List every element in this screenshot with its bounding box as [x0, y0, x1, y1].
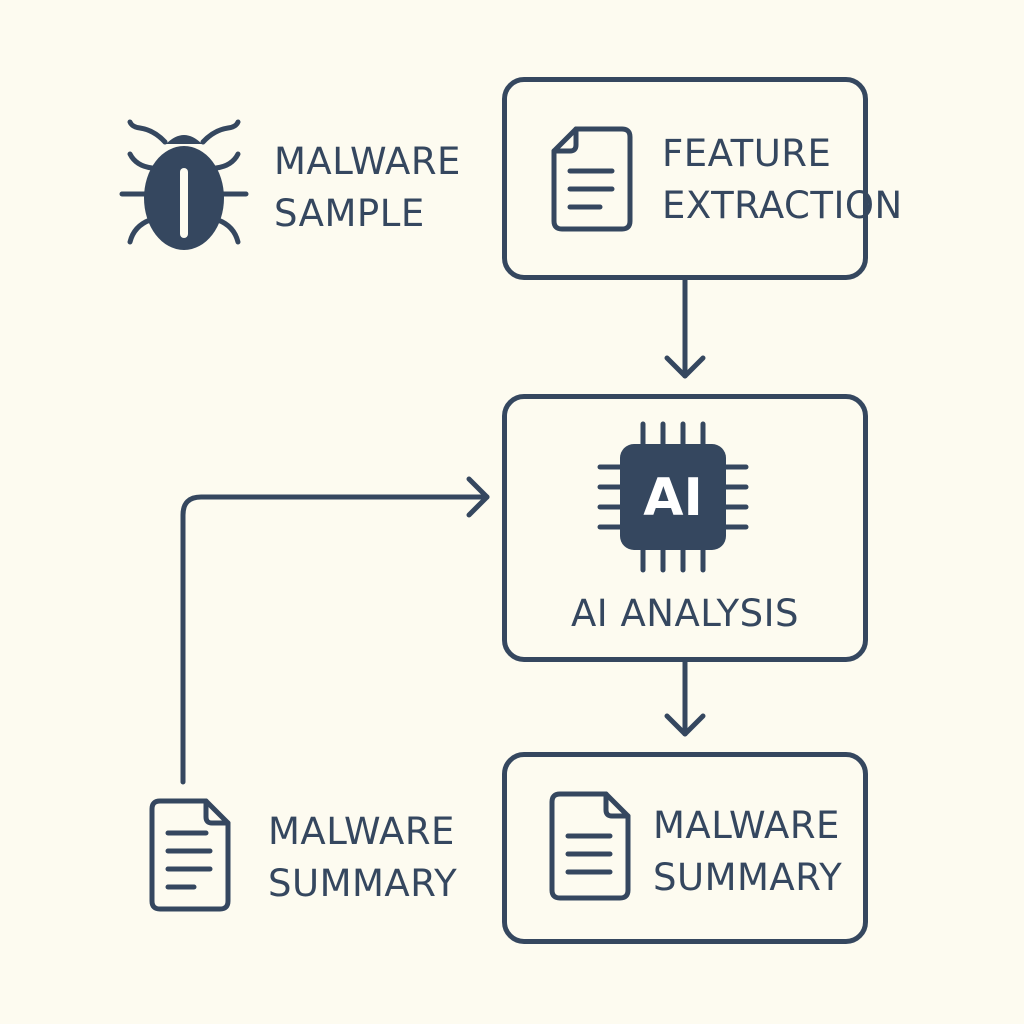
malware-summary-left-line1: MALWARE [268, 810, 455, 853]
malware-summary-output-line2: SUMMARY [653, 856, 843, 899]
document-icon [549, 791, 631, 901]
arrow-summary-to-analysis [180, 476, 490, 785]
ai-analysis-label: AI ANALYSIS [571, 592, 799, 635]
malware-summary-left-label: MALWARE SUMMARY [268, 806, 457, 910]
malware-summary-left-line2: SUMMARY [268, 862, 458, 905]
ai-chip-text: AI [643, 468, 703, 528]
malware-sample-label: MALWARE SAMPLE [274, 136, 461, 240]
ai-chip-icon: AI [597, 421, 749, 573]
malware-sample-line1: MALWARE [274, 140, 461, 183]
document-icon [551, 126, 633, 232]
feature-extraction-label: FEATURE EXTRACTION [662, 128, 903, 232]
node-malware-summary-output [502, 752, 868, 944]
bug-icon [119, 119, 249, 250]
node-feature-extraction [502, 77, 868, 280]
arrow-analysis-to-summary [664, 659, 706, 737]
malware-sample-line2: SAMPLE [274, 192, 425, 235]
arrow-feature-to-analysis [664, 277, 706, 379]
malware-summary-output-line1: MALWARE [653, 804, 840, 847]
feature-extraction-line1: FEATURE [662, 132, 832, 175]
node-ai-analysis [502, 394, 868, 662]
document-icon [149, 798, 231, 912]
feature-extraction-line2: EXTRACTION [662, 184, 903, 227]
malware-summary-output-label: MALWARE SUMMARY [653, 800, 842, 904]
